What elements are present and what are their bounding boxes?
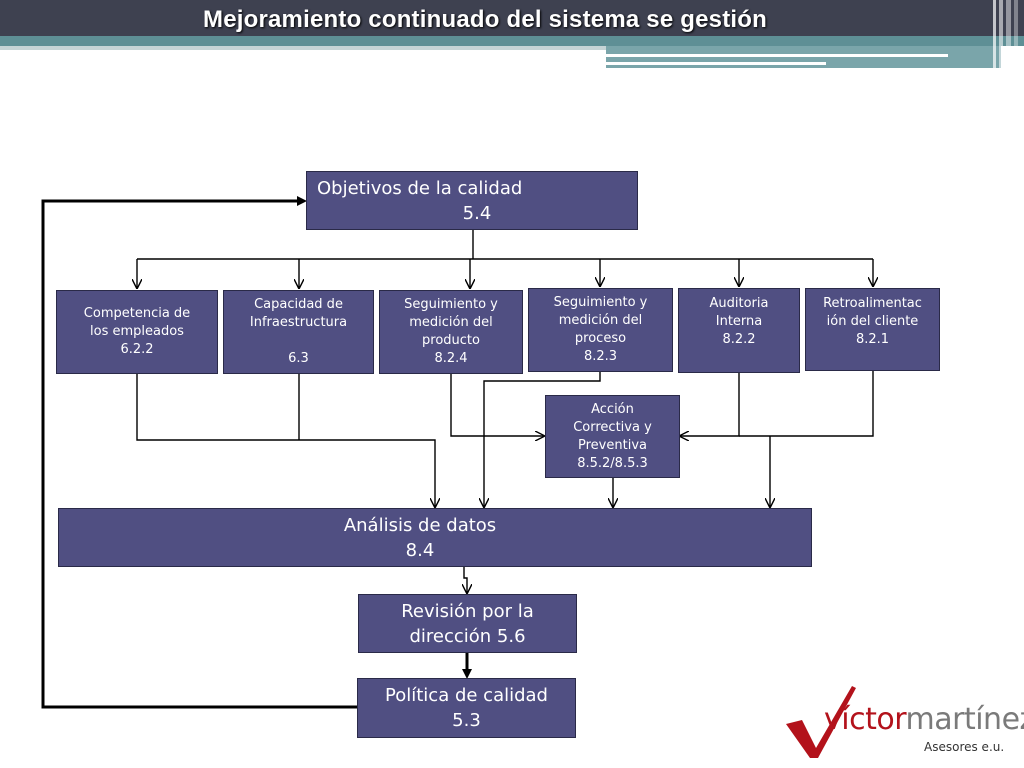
- feedback-loop-line: [41, 196, 358, 709]
- box-analisis-line2: 8.4: [405, 539, 435, 561]
- box-seg-proceso-line4: 8.2.3: [583, 349, 618, 364]
- header-dark-bar: [0, 0, 1024, 36]
- box-auditoria-interna: Auditoria Interna 8.2.2: [678, 288, 800, 373]
- box-accion-correctiva: Acción Correctiva y Preventiva 8.5.2/8.5…: [545, 395, 680, 478]
- header-stripe-1: [993, 0, 996, 68]
- box-capacidad-infraestructura: Capacidad de Infraestructura 6.3: [223, 290, 374, 374]
- header-stripe-2: [999, 0, 1003, 68]
- header-stripe-3: [1006, 0, 1011, 68]
- box-capacidad-line2: Infraestructura: [249, 315, 348, 330]
- box-seg-producto-line2: medición del: [409, 315, 493, 330]
- header-line-2: [606, 62, 826, 65]
- logo-name-last: martínez: [905, 702, 1024, 737]
- box-competencia-line2: los empleados: [90, 324, 184, 339]
- box-retro-line1: Retroalimentac: [823, 296, 922, 311]
- line-analisis-to-revision: [464, 566, 467, 593]
- box-competencia-line3: 6.2.2: [120, 342, 154, 357]
- logo-subtitle: Asesores e.u.: [924, 740, 1005, 754]
- logo-checkmark-icon: [786, 686, 856, 758]
- box-politica-calidad: Política de calidad 5.3: [357, 678, 576, 738]
- logo-name-first: víctor: [824, 702, 906, 737]
- box-accion-line3: Preventiva: [578, 437, 647, 453]
- box-objetivos-line2: 5.4: [462, 202, 492, 224]
- box-analisis-line1: Análisis de datos: [343, 514, 497, 536]
- box-auditoria-line1: Auditoria: [709, 296, 769, 311]
- box-seg-producto-line1: Seguimiento y: [404, 297, 498, 312]
- box-politica-line2: 5.3: [452, 710, 481, 731]
- line-auditoria-retro-to-accion: [680, 373, 740, 436]
- box-politica-line1: Política de calidad: [385, 685, 548, 706]
- header-band: [0, 0, 1024, 68]
- line-retro-down: [739, 371, 874, 437]
- box-seg-proceso-line2: medición del: [558, 313, 643, 328]
- box-revision-direccion: Revisión por la dirección 5.6: [358, 594, 577, 653]
- box-accion-line4: 8.5.2/8.5.3: [577, 455, 648, 471]
- logo-name: víctormartínez: [824, 702, 1024, 737]
- box-retro-line3: 8.2.1: [855, 332, 890, 347]
- box-objetivos-calidad: Objetivos de la calidad 5.4: [306, 171, 638, 230]
- box-retro-line2: ión del cliente: [826, 314, 919, 329]
- box-seg-producto-line3: producto: [422, 333, 480, 348]
- box-seg-proceso-line3: proceso: [574, 331, 627, 346]
- box-capacidad-line4: 6.3: [288, 351, 309, 366]
- header-stripe-4: [1014, 0, 1018, 68]
- line-seg-proceso-to-analisis: [484, 372, 601, 507]
- box-seguimiento-proceso: Seguimiento y medición del proceso 8.2.3: [528, 288, 673, 372]
- line-competencia-capacidad-join: [136, 373, 435, 507]
- box-capacidad-line1: Capacidad de: [254, 297, 343, 312]
- box-competencia-empleados: Competencia de los empleados 6.2.2: [56, 290, 218, 374]
- box-auditoria-line2: Interna: [715, 314, 763, 329]
- box-competencia-line1: Competencia de: [83, 306, 191, 321]
- box-seguimiento-producto: Seguimiento y medición del producto 8.2.…: [379, 290, 523, 374]
- box-objetivos-line1: Objetivos de la calidad: [317, 177, 523, 199]
- box-accion-line2: Correctiva y: [573, 419, 652, 435]
- slide-title: Mejoramiento continuado del sistema se g…: [203, 6, 767, 33]
- header-light-strip: [0, 46, 606, 50]
- header-line-1: [606, 54, 948, 57]
- box-auditoria-line3: 8.2.2: [722, 332, 756, 347]
- box-revision-line2: dirección 5.6: [409, 625, 526, 647]
- box-accion-line1: Acción: [591, 401, 634, 417]
- box-revision-line1: Revisión por la: [401, 600, 534, 622]
- box-retroalimentacion-cliente: Retroalimentac ión del cliente 8.2.1: [805, 288, 940, 371]
- company-logo: víctormartínez Asesores e.u.: [782, 682, 1024, 762]
- line-seg-producto-to-accion: [450, 373, 544, 436]
- header-teal-bar: [0, 36, 1024, 46]
- box-seg-proceso-line1: Seguimiento y: [553, 295, 648, 310]
- box-analisis-datos: Análisis de datos 8.4: [58, 508, 812, 567]
- box-seg-producto-line4: 8.2.4: [434, 351, 468, 366]
